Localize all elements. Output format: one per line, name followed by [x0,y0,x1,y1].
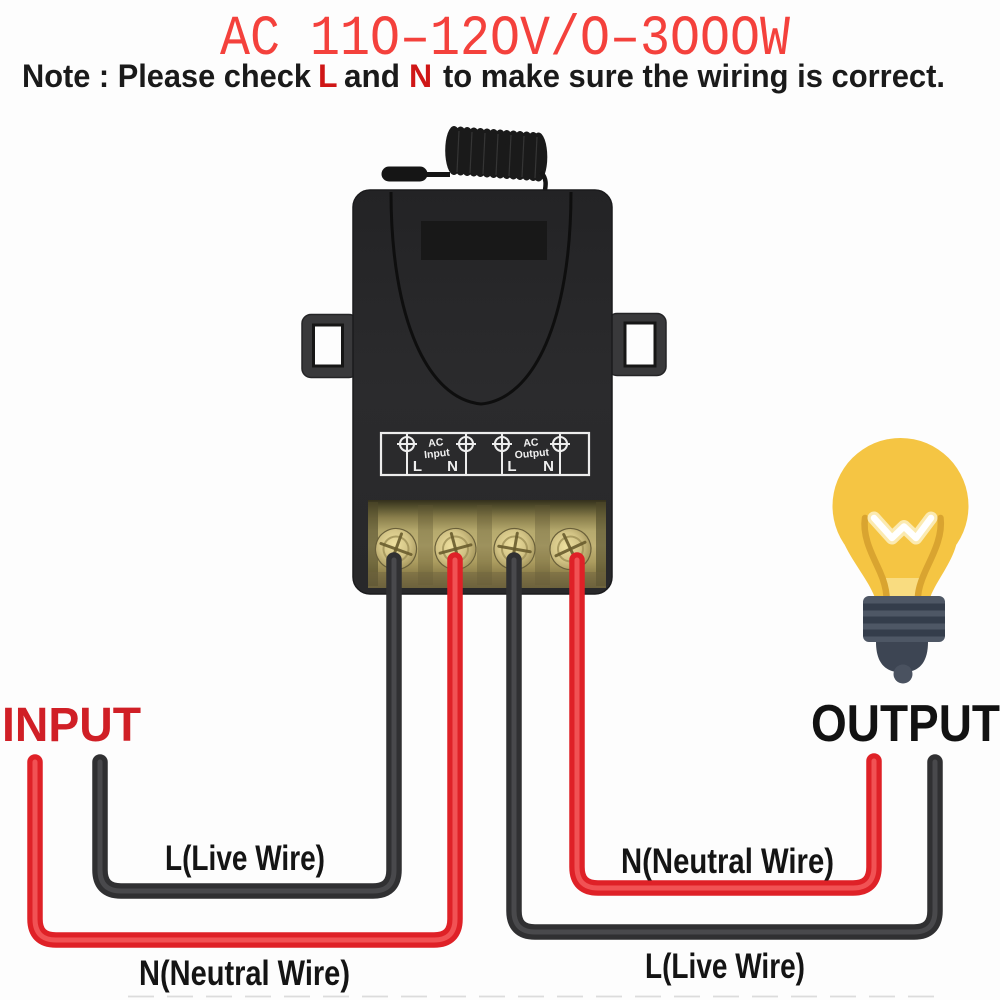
svg-text:OUTPUT: OUTPUT [811,695,1000,753]
svg-text:INPUT: INPUT [2,699,141,752]
svg-text:L: L [413,458,422,475]
svg-text:to make sure the wiring is cor: to make sure the wiring is correct. [443,58,945,94]
svg-text:L: L [507,458,516,475]
svg-text:L(Live Wire): L(Live Wire) [165,838,325,878]
svg-text:AC: AC [523,436,540,449]
svg-text:N: N [543,458,554,475]
svg-text:N: N [409,58,432,94]
svg-text:N(Neutral Wire): N(Neutral Wire) [139,953,350,993]
svg-text:L(Live Wire): L(Live Wire) [645,946,805,986]
svg-text:AC 11O–12OV/O–3OOOW: AC 11O–12OV/O–3OOOW [220,8,791,72]
svg-text:Output: Output [514,446,550,461]
svg-text:Input: Input [424,447,451,462]
svg-text:and: and [344,58,400,94]
svg-text:AC: AC [428,436,445,450]
svg-text:Note : Please check: Note : Please check [22,58,311,94]
svg-text:L: L [318,58,338,94]
svg-text:N(Neutral Wire): N(Neutral Wire) [621,841,834,881]
svg-text:N: N [447,458,458,475]
